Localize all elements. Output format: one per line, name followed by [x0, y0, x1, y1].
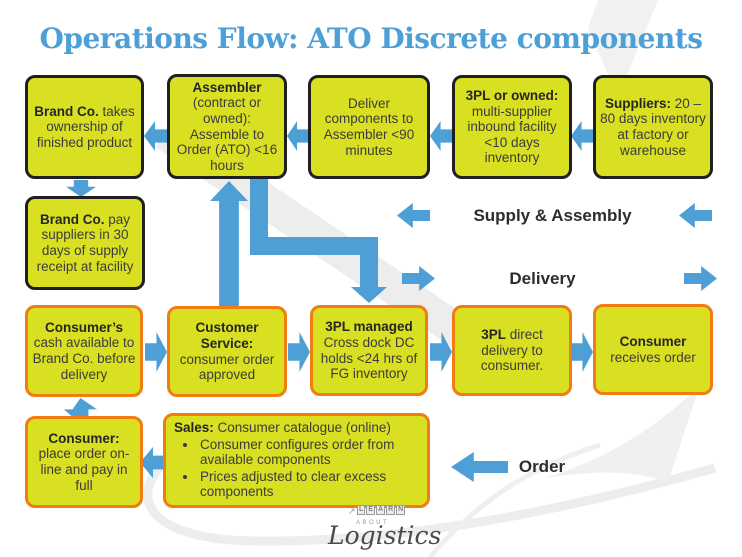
box-text-rest: receives order [610, 349, 696, 365]
box-text-bold: Suppliers: [604, 95, 671, 111]
box-brand-pay: Brand Co. pay suppliers in 30 days of su… [25, 196, 145, 290]
box-text-bold: Brand Co. [34, 103, 99, 119]
sales-bullet: Consumer configures order from available… [198, 437, 419, 469]
box-text-bold: Consumer: [48, 430, 120, 446]
box-text-bold: 3PL managed [325, 319, 413, 335]
elbow-segment [360, 255, 378, 288]
box-text-bold: Sales: [174, 419, 214, 435]
box-text-rest: Deliver components to Assembler <90 minu… [323, 95, 415, 158]
box-text: Deliver components to Assembler <90 minu… [315, 96, 423, 159]
box-text-rest: 20 – 80 days inventory at factory or war… [600, 95, 706, 158]
box-text: 3PL managed Cross dock DC holds <24 hrs … [317, 319, 421, 382]
box-3pl-managed: 3PL managed Cross dock DC holds <24 hrs … [310, 305, 428, 396]
box-consumer-receives: Consumer receives order [593, 304, 713, 395]
box-consumers-cash: Consumer’s cash available to Brand Co. b… [25, 305, 143, 397]
box-text: Consumer’s cash available to Brand Co. b… [32, 320, 136, 383]
elbow-segment [250, 178, 268, 255]
box-text-bold: Consumer’s [44, 319, 124, 335]
logo-letter: N [396, 504, 406, 515]
logo-letter: R [386, 504, 396, 515]
logo-letter: E [366, 504, 375, 515]
box-text: Brand Co. pay suppliers in 30 days of su… [32, 212, 138, 275]
sales-bullet: Prices adjusted to clear excess componen… [198, 469, 419, 501]
box-deliver-components: Deliver components to Assembler <90 minu… [308, 75, 430, 179]
box-text-bold: Brand Co. [39, 211, 105, 227]
box-text-rest: consumer order approved [179, 351, 275, 383]
label-delivery: Delivery [509, 269, 576, 288]
box-brand-ownership: Brand Co. takes ownership of finished pr… [25, 75, 144, 179]
box-text-bold: Assembler [192, 79, 262, 95]
logo-logistics-text: Logistics [328, 521, 442, 550]
box-3pl-inbound: 3PL or owned: multi-supplier inbound fac… [452, 75, 572, 179]
box-text-rest: multi-supplier inbound facility <10 days… [467, 103, 557, 166]
logo-letter: L [357, 504, 366, 515]
box-text-bold: Consumer [619, 333, 687, 349]
box-text-rest: place order on-line and pay in full [38, 446, 130, 493]
box-text-bold: Customer Service: [195, 320, 259, 351]
box-text: Assembler (contract or owned): Assemble … [174, 80, 280, 174]
logo-about-text: ABOUT [356, 520, 390, 526]
box-text: Suppliers: 20 – 80 days inventory at fac… [600, 96, 706, 159]
box-text: Consumer receives order [600, 334, 706, 365]
label-order: Order [518, 457, 566, 476]
label-supply-assembly: Supply & Assembly [473, 206, 632, 225]
box-text-rest: direct delivery to consumer. [480, 327, 544, 374]
box-text: Customer Service: consumer order approve… [174, 320, 280, 383]
page-title: Operations Flow: ATO Discrete components [39, 22, 703, 55]
box-suppliers: Suppliers: 20 – 80 days inventory at fac… [593, 75, 713, 179]
elbow-segment [250, 237, 378, 255]
logo-arrow-icon: ↗ [348, 506, 356, 516]
box-customer-service: Customer Service: consumer order approve… [167, 306, 287, 397]
box-text-rest: Cross dock DC holds <24 hrs of FG invent… [320, 334, 418, 382]
box-text: 3PL direct delivery to consumer. [459, 327, 565, 374]
box-3pl-direct: 3PL direct delivery to consumer. [452, 305, 572, 396]
box-text-rest: Consumer catalogue (online) [213, 419, 391, 435]
box-text-rest: cash available to Brand Co. before deliv… [32, 335, 136, 382]
box-sales-catalogue: Sales: Consumer catalogue (online) Consu… [163, 413, 430, 508]
box-text: Sales: Consumer catalogue (online) [174, 420, 391, 436]
logo-letter: A [376, 504, 386, 515]
box-text-rest: takes ownership of finished product [36, 103, 135, 150]
box-text-bold: 3PL [481, 327, 506, 343]
sales-bullet-list: Consumer configures order from available… [174, 437, 419, 502]
box-text: Brand Co. takes ownership of finished pr… [32, 104, 137, 151]
box-consumer-place-order: Consumer: place order on-line and pay in… [25, 416, 143, 508]
box-assembler: Assembler (contract or owned): Assemble … [167, 74, 287, 179]
box-text-rest: pay suppliers in 30 days of supply recei… [36, 211, 134, 274]
box-text: Consumer: place order on-line and pay in… [32, 431, 136, 494]
box-text-rest: (contract or owned): Assemble to Order (… [176, 95, 278, 173]
box-text-bold: 3PL or owned: [465, 87, 559, 103]
box-text: 3PL or owned: multi-supplier inbound fac… [459, 88, 565, 166]
